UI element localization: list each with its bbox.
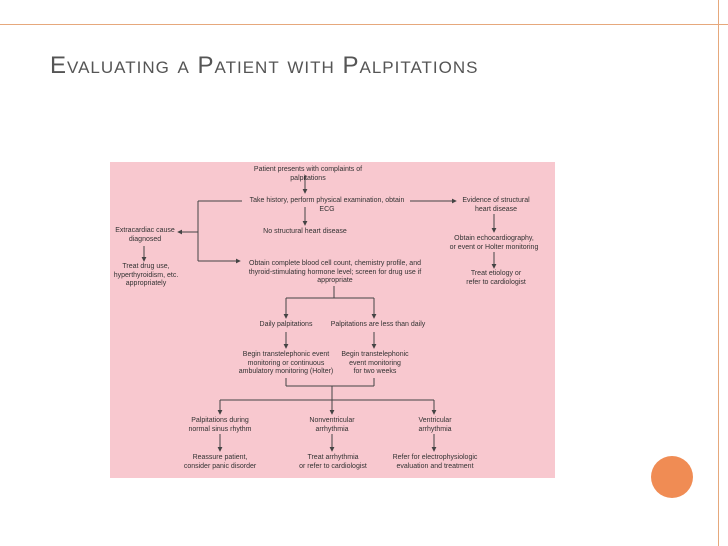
node-sinus: Palpitations during normal sinus rhythm bbox=[188, 417, 252, 433]
node-echo: Obtain echocardiography, or event or Hol… bbox=[449, 235, 539, 251]
node-nonventricular: Nonventricular arrhythmia bbox=[309, 417, 355, 433]
node-reassure: Reassure patient, consider panic disorde… bbox=[183, 454, 257, 470]
node-history: Take history, perform physical examinati… bbox=[249, 197, 405, 213]
node-ventricular: Ventricular arrhythmia bbox=[418, 417, 452, 433]
node-continuous: Begin transtelephonic event monitoring o… bbox=[238, 351, 334, 375]
node-refer-ep: Refer for electrophysiologic evaluation … bbox=[392, 454, 478, 470]
node-no-structural: No structural heart disease bbox=[263, 228, 347, 235]
flowchart-connectors bbox=[141, 175, 497, 452]
node-labs: Obtain complete blood cell count, chemis… bbox=[248, 260, 422, 284]
decorative-orange-circle bbox=[651, 456, 693, 498]
node-treat-etiology: Treat etiology or refer to cardiologist bbox=[466, 270, 526, 286]
node-daily: Daily palpitations bbox=[259, 321, 313, 328]
side-accent-line bbox=[718, 0, 719, 546]
node-less-daily: Palpitations are less than daily bbox=[330, 321, 426, 328]
slide-title: Evaluating a Patient with Palpitations bbox=[50, 52, 479, 79]
node-treat-drug: Treat drug use, hyperthyroidism, etc. ap… bbox=[113, 263, 179, 287]
node-treat-arrhythmia: Treat arrhythmia or refer to cardiologis… bbox=[299, 454, 367, 470]
node-structural: Evidence of structural heart disease bbox=[462, 197, 530, 213]
node-extracardiac: Extracardiac cause diagnosed bbox=[115, 227, 175, 243]
node-two-weeks: Begin transtelephonic event monitoring f… bbox=[341, 351, 409, 375]
node-start: Patient presents with complaints of palp… bbox=[253, 166, 363, 182]
flowchart-panel: Patient presents with complaints of palp… bbox=[110, 162, 555, 478]
top-accent-line bbox=[0, 24, 728, 25]
